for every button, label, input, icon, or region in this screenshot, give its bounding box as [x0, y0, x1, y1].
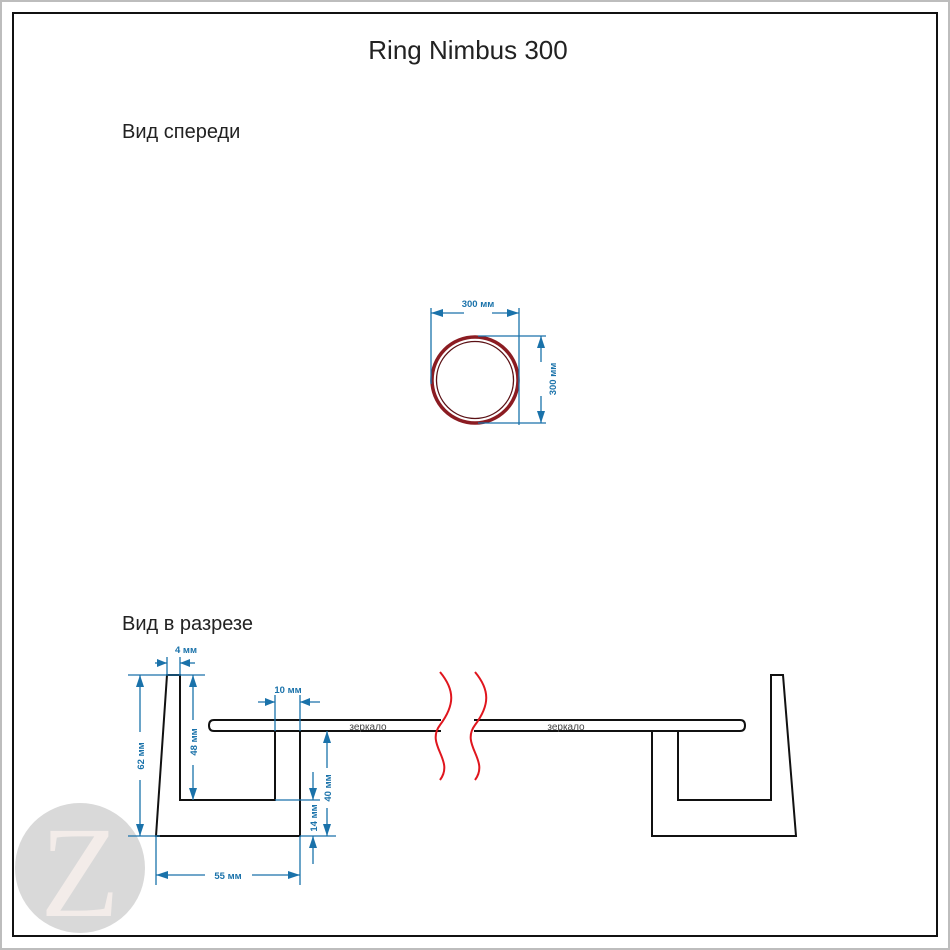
mirror-label-left: зеркало — [349, 722, 387, 733]
frame-profile-right — [651, 674, 798, 837]
ring-front-view — [430, 335, 520, 425]
inner-frame — [12, 12, 938, 937]
dim-support-width: 10 мм — [258, 685, 320, 731]
dim-top-width-label: 4 мм — [175, 645, 197, 656]
break-lines — [434, 671, 488, 781]
section-view-heading: Вид в разрезе — [122, 613, 253, 635]
front-height-label: 300 мм — [548, 363, 559, 396]
dim-inner-height: 48 мм — [189, 675, 200, 800]
dim-base-thickness-label: 14 мм — [309, 804, 320, 831]
front-view-heading: Вид спереди — [122, 121, 240, 143]
dim-base-width: 55 мм — [155, 836, 301, 885]
svg-text:Z: Z — [40, 801, 119, 945]
page-title: Ring Nimbus 300 — [368, 35, 567, 65]
dim-base-width-label: 55 мм — [214, 871, 241, 882]
mirror-label-right: зеркало — [547, 722, 585, 733]
mirror-glass — [207, 719, 747, 732]
front-height-dimension: 300 мм — [478, 335, 559, 424]
watermark-logo: Z — [15, 801, 145, 945]
dim-support-height-label: 40 мм — [323, 774, 334, 801]
dim-total-height-label: 62 мм — [136, 742, 147, 769]
dim-inner-height-label: 48 мм — [189, 728, 200, 755]
front-width-label: 300 мм — [462, 299, 495, 310]
dim-base-thickness: 14 мм — [275, 772, 320, 864]
dim-support-height: 40 мм — [300, 731, 336, 837]
dim-total-height: 62 мм — [128, 674, 205, 837]
front-width-dimension: 300 мм — [430, 299, 520, 425]
dim-support-width-label: 10 мм — [274, 685, 301, 696]
dim-top-width: 4 мм — [155, 645, 197, 675]
